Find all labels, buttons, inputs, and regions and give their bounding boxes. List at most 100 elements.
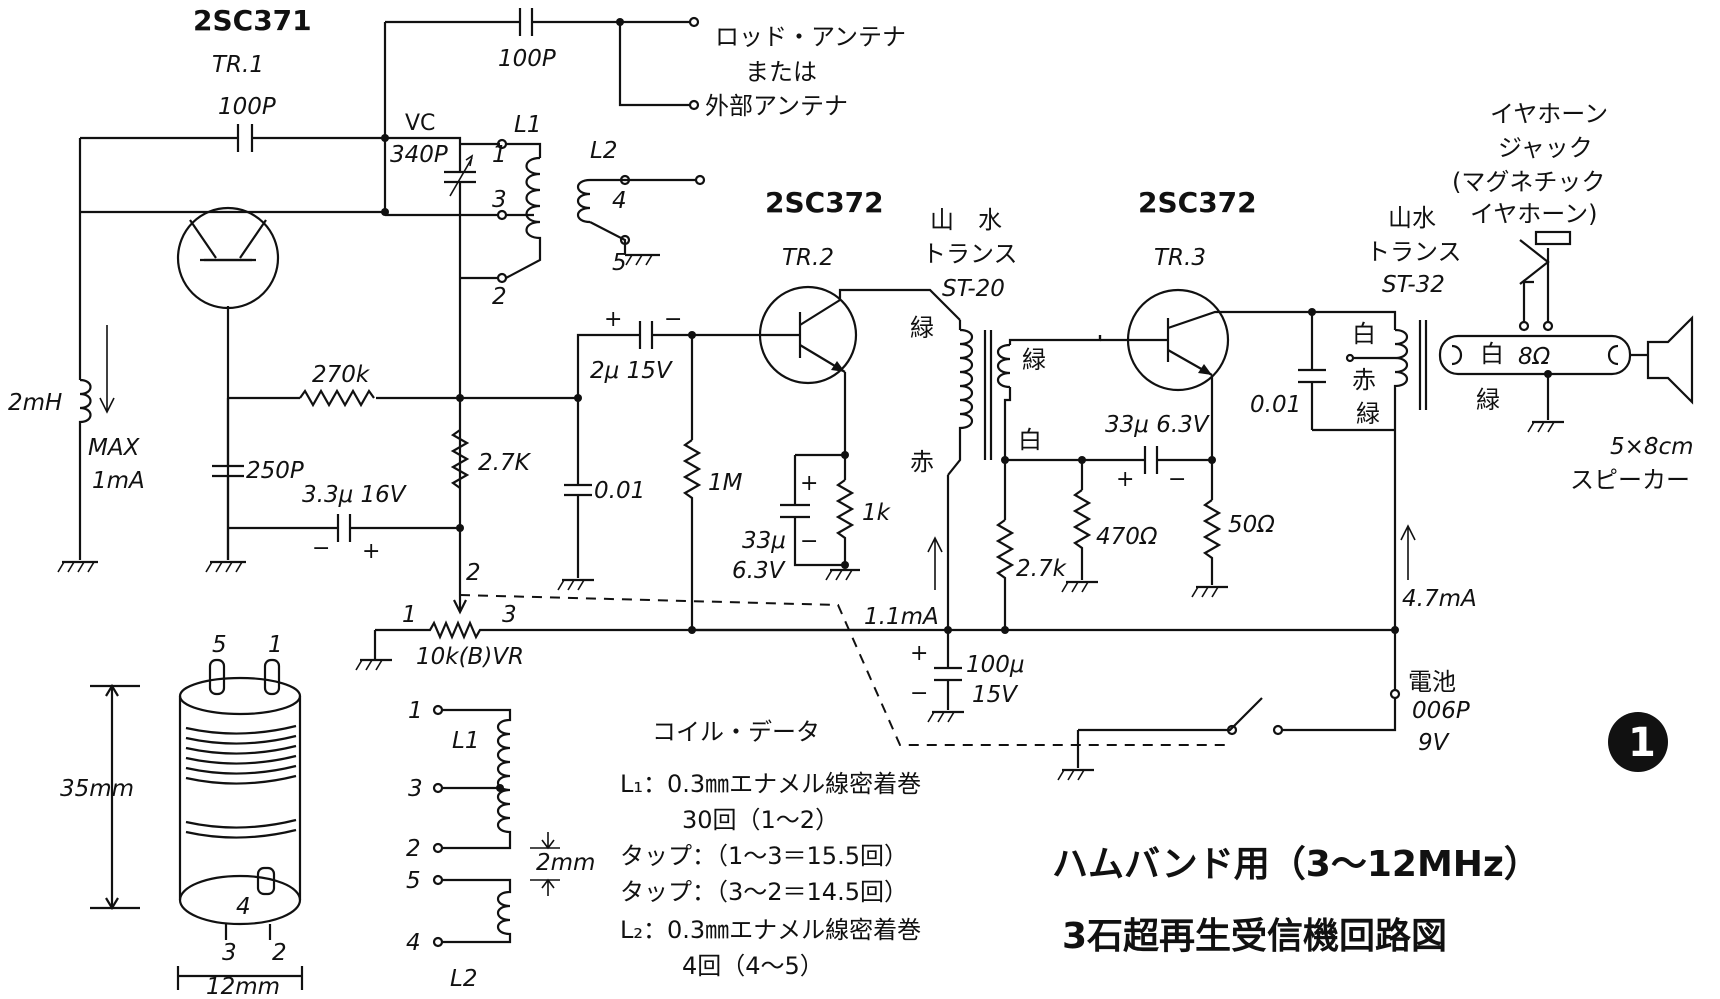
l2-pin4: 4 bbox=[612, 188, 627, 214]
speaker: 5×8cm スピーカー bbox=[1570, 315, 1694, 494]
c2u-symbol bbox=[638, 321, 654, 349]
antenna-cap-symbol bbox=[518, 8, 534, 36]
sch-gap: 2mm bbox=[536, 850, 595, 876]
power-switch-symbol bbox=[1282, 698, 1397, 732]
t1-pri-top: 緑 bbox=[910, 314, 934, 342]
r1k-value: 1k bbox=[862, 500, 892, 526]
sch-l1: L1 bbox=[452, 728, 479, 754]
c33u-a-value1: 33μ bbox=[742, 528, 786, 554]
antenna-line2: または bbox=[745, 58, 817, 86]
tr3-stage: 2SC372 TR.3 33μ 6.3V + − 2.7k 470Ω 50Ω bbox=[995, 186, 1312, 630]
t1-primary-symbol bbox=[947, 328, 974, 476]
t2-maker: 山水 bbox=[1388, 204, 1436, 232]
coil-pin4: 4 bbox=[236, 894, 251, 920]
svg-text:+: + bbox=[604, 307, 622, 332]
max-current-2: 1mA bbox=[92, 468, 145, 494]
jack-line4: イヤホーン) bbox=[1470, 200, 1597, 228]
c2u-value: 2μ 15V bbox=[590, 358, 674, 384]
tr2-stage: 2SC372 TR.2 + − 2μ 15V 0.01 1M + − 33μ 6… bbox=[557, 186, 961, 634]
coil-data: コイル・データ L₁：0.3㎜エナメル線密着巻 30回（1～2） タップ：（1～… bbox=[620, 718, 921, 980]
t2-primary-symbol bbox=[1393, 328, 1409, 430]
svg-text:+: + bbox=[910, 641, 928, 666]
t2-imp: 8Ω bbox=[1518, 344, 1551, 370]
t2-model: ST-32 bbox=[1382, 272, 1445, 298]
sch-pin5: 5 bbox=[406, 868, 421, 894]
t1-secondary-symbol bbox=[996, 343, 1011, 389]
sch-pin2: 2 bbox=[406, 836, 421, 862]
t2-pri-mid: 赤 bbox=[1352, 366, 1376, 394]
vr-pin3: 3 bbox=[502, 602, 517, 628]
speaker-name: スピーカー bbox=[1570, 466, 1690, 494]
tr3-type: 2SC372 bbox=[1138, 186, 1257, 219]
coil-pin1: 1 bbox=[268, 632, 283, 658]
transformer-1: 山 水 トランス ST-20 緑 赤 緑 白 bbox=[910, 206, 1102, 630]
coil-pin2: 2 bbox=[272, 940, 287, 966]
sch-pin1: 1 bbox=[408, 698, 423, 724]
r2k7b-symbol bbox=[995, 519, 1015, 630]
jack-line2: ジャック bbox=[1498, 134, 1593, 162]
c001a-value: 0.01 bbox=[594, 478, 645, 504]
c001b-symbol bbox=[1298, 312, 1326, 430]
c001a-symbol bbox=[564, 398, 592, 578]
diagram-title: ハムバンド用（3～12MHz） 3石超再生受信機回路図 bbox=[1052, 844, 1540, 957]
svg-text:−: − bbox=[910, 681, 928, 706]
r270k-value: 270k bbox=[312, 362, 371, 388]
max-current-1: MAX bbox=[88, 435, 141, 461]
r270k-symbol bbox=[299, 388, 375, 408]
coil-data-line3: タップ：（1～3＝15.5回） bbox=[620, 842, 908, 870]
l2-pin5: 5 bbox=[612, 250, 627, 276]
c100u-value1: 100μ bbox=[966, 652, 1025, 678]
tr2-name: TR.2 bbox=[782, 245, 834, 271]
t1-pri-bot: 赤 bbox=[910, 448, 934, 476]
t2-sec-bot: 緑 bbox=[1476, 386, 1500, 414]
l1-label: L1 bbox=[514, 112, 541, 138]
battery-name: 電池 bbox=[1408, 668, 1456, 696]
sch-l1-coil bbox=[442, 708, 512, 850]
c3u3-value: 3.3μ 16V bbox=[302, 482, 408, 508]
t2-pri-bot: 緑 bbox=[1356, 400, 1380, 428]
l1-pin2: 2 bbox=[492, 284, 507, 310]
c250p-value: 250P bbox=[246, 458, 304, 484]
rfc-value: 2mH bbox=[8, 390, 62, 416]
r1m-symbol bbox=[682, 439, 702, 630]
vc-value: 340P bbox=[390, 142, 448, 168]
r470-symbol bbox=[1072, 489, 1092, 580]
coil-drawing: 35mm 5 1 4 3 2 12mm bbox=[60, 632, 304, 999]
r50-symbol bbox=[1202, 499, 1222, 585]
t2-kind: トランス bbox=[1366, 238, 1462, 266]
tank-circuit: VC 340P 1 3 2 L1 L2 4 5 bbox=[383, 22, 706, 560]
coil-height: 35mm bbox=[60, 776, 134, 802]
coil-schematic: 1 3 2 5 4 L1 L2 2mm bbox=[406, 698, 595, 992]
antenna-input: 100P ロッド・アンテナ または 外部アンテナ bbox=[385, 8, 906, 120]
coil-form-symbol bbox=[178, 696, 302, 900]
t1-maker: 山 水 bbox=[930, 206, 1002, 234]
vr-value: 10k(B)VR bbox=[416, 644, 524, 670]
r2k7-symbol bbox=[450, 429, 470, 489]
svg-text:−: − bbox=[1168, 467, 1186, 492]
c3u3-symbol bbox=[336, 514, 352, 542]
coil-data-line1: L₁：0.3㎜エナメル線密着巻 bbox=[620, 770, 921, 798]
sch-l2-coil bbox=[442, 878, 512, 944]
vc-label: VC bbox=[405, 111, 435, 136]
battery-model: 006P bbox=[1412, 698, 1470, 724]
coil-pin3: 3 bbox=[222, 940, 237, 966]
antenna-line3: 外部アンテナ bbox=[705, 92, 848, 120]
sch-pin3: 3 bbox=[408, 776, 423, 802]
svg-text:+: + bbox=[800, 471, 818, 496]
c33u-a-value2: 6.3V bbox=[732, 558, 787, 584]
i-total: 4.7mA bbox=[1402, 586, 1477, 612]
t2-sec-top: 白 bbox=[1480, 340, 1504, 368]
r470-value: 470Ω bbox=[1096, 524, 1158, 550]
t1-sec-top: 緑 bbox=[1022, 346, 1046, 374]
l1-coil-symbol bbox=[505, 156, 542, 279]
c33u-b-symbol bbox=[1143, 446, 1159, 474]
t1-kind: トランス bbox=[922, 240, 1018, 268]
coil-data-line6: 4回（4～5） bbox=[682, 952, 824, 980]
vc-symbol bbox=[444, 170, 476, 184]
vr-pin2: 2 bbox=[466, 560, 481, 586]
vr-symbol bbox=[375, 620, 870, 640]
c-feedback-value: 100P bbox=[218, 94, 276, 120]
svg-text:−: − bbox=[312, 536, 330, 561]
speaker-symbol bbox=[1646, 315, 1694, 405]
l2-coil-symbol bbox=[576, 178, 591, 224]
